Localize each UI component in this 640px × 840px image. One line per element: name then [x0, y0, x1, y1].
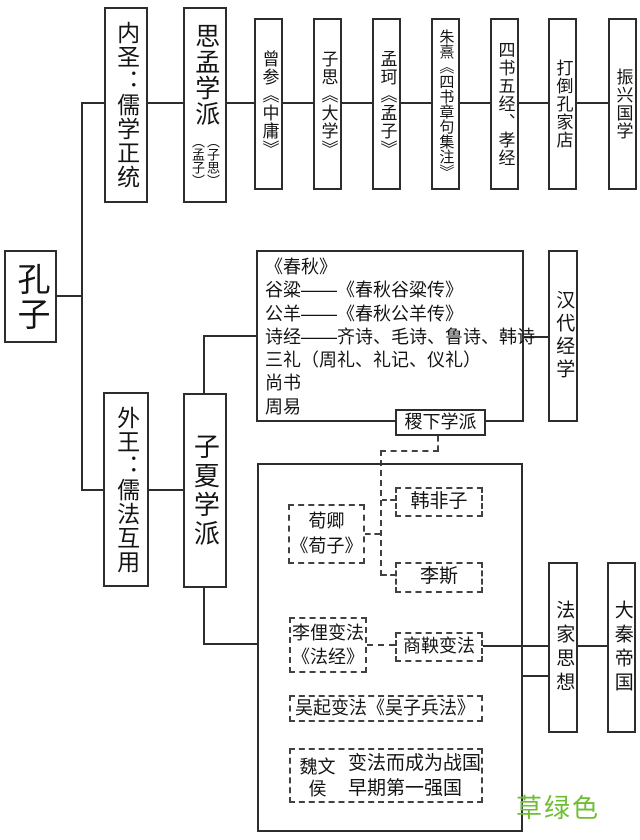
node-lisi-label: 李斯	[419, 566, 458, 588]
connector-chain1-chain2	[342, 102, 372, 104]
node-xunqing: 荀卿 《荀子》	[288, 504, 365, 564]
dashed-to-lisi	[382, 574, 395, 576]
connector-inner-simeng	[148, 102, 183, 104]
connector-chain3-chain4	[460, 102, 490, 104]
classics-line: 三礼（周礼、礼记、仪礼）	[265, 350, 481, 371]
connector-zixia-down-vertical	[203, 588, 205, 645]
node-likui-name: 李俚变法	[292, 623, 364, 643]
connector-kongzi-spine	[57, 295, 83, 297]
dashed-trunk-vertical	[380, 450, 382, 576]
chain-node-zisi: 子思《大学》	[313, 18, 342, 190]
node-zixia-label: 子夏学派	[190, 432, 221, 549]
node-handai-label: 汉代经学	[553, 290, 575, 382]
classics-line: 周易	[265, 396, 301, 417]
legalism-group-box	[257, 463, 523, 832]
node-inner-sage-label: 内圣：儒学正统	[113, 21, 140, 189]
connector-bigbox-fajia	[523, 675, 548, 677]
node-lisi: 李斯	[395, 562, 483, 593]
connector-zixia-up-vertical	[203, 335, 205, 393]
node-kongzi-label: 孔子	[12, 261, 50, 332]
node-fajia-sixiang: 法家思想	[548, 562, 578, 733]
chain-node-label: 朱熹《四书章句集注》	[437, 29, 455, 179]
node-simeng-subtext: （子思） （孟子）	[190, 135, 220, 187]
chain-node-mengke: 孟珂《孟子》	[372, 18, 401, 190]
classics-line: 公羊——《春秋公羊传》	[265, 303, 463, 324]
node-hanfeizi-label: 韩非子	[410, 490, 468, 512]
chain-node-label: 四书五经、孝经	[495, 41, 515, 167]
node-jixia-school: 稷下学派	[395, 409, 486, 436]
node-xunqing-book: 《荀子》	[290, 536, 363, 556]
node-outer-king: 外王：儒法互用	[103, 392, 149, 587]
weiwenhou-desc-line1: 变法而成为战国	[347, 752, 481, 774]
chain-node-label: 振兴国学	[613, 68, 633, 140]
node-handai-jingxue: 汉代经学	[548, 250, 578, 422]
node-shangyang: 商鞅变法	[395, 632, 483, 662]
chain-node-label: 子思《大学》	[318, 50, 338, 158]
dashed-from-xunqing	[365, 533, 380, 535]
connector-shangyang-fajia	[483, 645, 548, 647]
node-fajia-label: 法家思想	[553, 599, 575, 696]
chain-node-zengshen: 曾参《中庸》	[254, 18, 283, 190]
simeng-sub-mengzi: （孟子）	[190, 135, 205, 187]
dashed-likui-shangyang	[367, 644, 395, 646]
node-hanfeizi: 韩非子	[395, 487, 483, 517]
classics-line: 《春秋》	[265, 257, 337, 277]
node-daqin-diguo: 大秦帝国	[607, 562, 636, 733]
node-jixia-label: 稷下学派	[404, 411, 477, 432]
node-xunqing-name: 荀卿	[308, 511, 345, 531]
node-inner-sage: 内圣：儒学正统	[104, 7, 148, 203]
classics-line: 谷粱——《春秋谷粱传》	[265, 280, 463, 301]
dashed-to-hanfeizi	[382, 499, 395, 501]
classics-box: 《春秋》 谷粱——《春秋谷粱传》 公羊——《春秋公羊传》 诗经——齐诗、毛诗、鲁…	[256, 250, 535, 422]
node-weiwenhou-name: 魏文侯	[299, 757, 336, 799]
chain-node-zhuxi: 朱熹《四书章句集注》	[431, 18, 460, 190]
node-simeng-title: 思孟学派	[191, 23, 220, 127]
color-annotation: 草绿色	[516, 793, 601, 823]
node-weiwenhou: 魏文侯 变法而成为战国 早期第一强国	[289, 748, 483, 803]
dashed-jixia-elbow	[380, 450, 439, 452]
connector-fajia-daqin	[578, 645, 607, 647]
node-weiwenhou-desc: 变法而成为战国 早期第一强国	[348, 751, 481, 801]
connector-zixia-bigbox	[203, 643, 257, 645]
classics-line: 诗经——齐诗、毛诗、鲁诗、韩诗	[265, 326, 535, 347]
node-likui: 李俚变法 《法经》	[289, 617, 367, 673]
node-zixia-school: 子夏学派	[183, 393, 227, 588]
connector-outer-zixia	[149, 489, 183, 491]
chain-node-label: 打倒孔家店	[553, 59, 573, 149]
classics-line: 尚书	[265, 373, 301, 394]
connector-chain2-chain3	[400, 102, 431, 104]
connector-classics-handai	[524, 336, 548, 338]
node-simeng-school: 思孟学派 （子思） （孟子）	[183, 7, 227, 203]
node-wuqi: 吴起变法《吴子兵法》	[289, 695, 483, 722]
node-kongzi: 孔子	[4, 250, 57, 343]
connector-spine-outer	[81, 489, 103, 491]
connector-chain4-chain5	[519, 102, 548, 104]
node-daqin-label: 大秦帝国	[611, 599, 633, 696]
node-shangyang-label: 商鞅变法	[403, 636, 475, 657]
weiwenhou-desc-line2: 早期第一强国	[347, 777, 462, 799]
chain-node-sishuwujing: 四书五经、孝经	[490, 18, 519, 190]
chain-node-zhenxingguoxue: 振兴国学	[608, 18, 637, 190]
node-outer-king-label: 外王：儒法互用	[113, 405, 140, 574]
node-wuqi-label: 吴起变法《吴子兵法》	[295, 697, 475, 718]
chain-node-label: 孟珂《孟子》	[377, 50, 397, 158]
simeng-sub-zisi: （子思）	[205, 135, 220, 187]
chain-node-dadaokongjiadian: 打倒孔家店	[548, 18, 577, 190]
node-likui-book: 《法经》	[292, 647, 364, 667]
dashed-jixia-drop	[437, 436, 439, 451]
connector-zixia-classics	[203, 335, 256, 337]
connector-chain5-chain6	[577, 102, 608, 104]
connector-chain0-chain1	[283, 102, 313, 104]
connector-simeng-chain0	[227, 102, 254, 104]
connector-spine-inner	[81, 102, 104, 104]
chain-node-label: 曾参《中庸》	[259, 50, 279, 158]
